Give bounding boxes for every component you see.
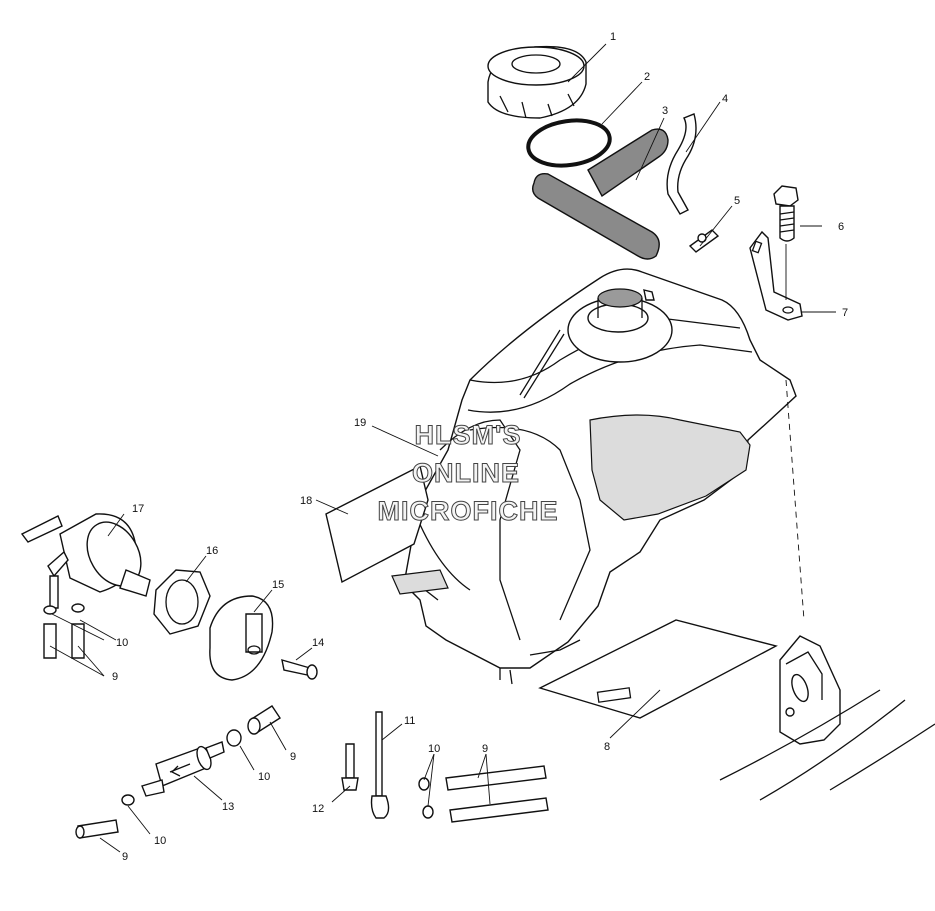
callout-5: 5 — [734, 195, 740, 207]
watermark-line3: MICROFICHE — [378, 496, 559, 526]
filter-hoses — [75, 705, 281, 839]
callout-4: 4 — [722, 93, 728, 105]
callout-6: 6 — [838, 221, 844, 233]
callout-10-right: 10 — [428, 743, 440, 755]
fuel-valve — [20, 513, 151, 609]
callout-13: 13 — [222, 801, 234, 813]
leader-lines — [49, 43, 836, 853]
callout-9-filter-upper: 9 — [290, 751, 296, 763]
warning-decal — [325, 464, 429, 584]
callout-19: 19 — [354, 417, 366, 429]
callout-14: 14 — [312, 637, 324, 649]
callout-1: 1 — [610, 31, 616, 43]
watermark: HLSM'S ONLINE MICROFICHE — [377, 420, 559, 527]
callout-17: 17 — [132, 503, 144, 515]
tank-pad — [538, 619, 778, 719]
valve-knob — [209, 595, 274, 681]
callout-labels: 1 2 3 4 5 6 7 8 9 9 9 9 10 10 10 10 11 1… — [112, 31, 848, 863]
frame-mount — [719, 635, 935, 801]
callout-16: 16 — [206, 545, 218, 557]
mounting-bracket — [749, 230, 803, 321]
fuel-cap — [487, 45, 587, 119]
callout-7: 7 — [842, 307, 848, 319]
callout-9-right: 9 — [482, 743, 488, 755]
callout-10-filter-lower: 10 — [154, 835, 166, 847]
callout-11: 11 — [404, 715, 415, 727]
callout-15: 15 — [272, 579, 284, 591]
callout-18: 18 — [300, 495, 312, 507]
callout-10-filter-upper: 10 — [258, 771, 270, 783]
callout-3: 3 — [662, 105, 668, 117]
callout-12: 12 — [312, 803, 324, 815]
knob-screw — [281, 659, 318, 680]
watermark-line2: ONLINE — [412, 458, 520, 488]
callout-2: 2 — [644, 71, 650, 83]
callout-9-filter-lower: 9 — [122, 851, 128, 863]
vent-foam — [531, 128, 669, 260]
fuel-tank — [391, 268, 797, 685]
vent-hose — [666, 113, 697, 215]
jam-nut — [153, 569, 211, 635]
vent-hoses-right — [418, 765, 549, 823]
inline-filter — [141, 741, 225, 797]
watermark-line1: HLSM'S — [415, 420, 522, 450]
mounting-bolt — [773, 185, 799, 242]
valve-hoses — [43, 603, 85, 659]
callout-8: 8 — [604, 741, 610, 753]
vent-tubes — [341, 711, 390, 819]
cap-gasket — [526, 118, 612, 168]
callout-10-valve: 10 — [116, 637, 128, 649]
callout-9-valve: 9 — [112, 671, 118, 683]
